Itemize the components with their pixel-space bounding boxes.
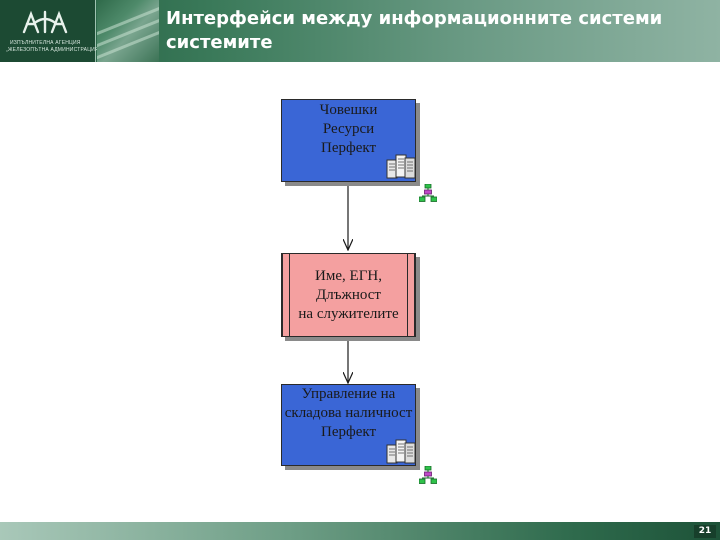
agency-logo-mark-icon bbox=[22, 10, 68, 34]
slide-title-line-1: Интерфейси между информационните системи bbox=[166, 8, 663, 29]
server-icon bbox=[386, 439, 416, 464]
server-icon bbox=[386, 154, 416, 179]
slide-footer: 21 bbox=[0, 522, 720, 540]
slide-title-line-2: системите bbox=[166, 32, 273, 53]
network-icon bbox=[419, 184, 437, 202]
agency-logo: ИЗПЪЛНИТЕЛНА АГЕНЦИЯ „ЖЕЛЕЗОПЪТНА АДМИНИ… bbox=[0, 0, 100, 62]
network-icon bbox=[419, 466, 437, 484]
node-inventory-system-line-3: Перфект bbox=[320, 424, 376, 440]
node-hr-system-label: Човешки Ресурси Перфект bbox=[320, 101, 378, 158]
node-employee-data-line-2: Длъжност bbox=[316, 286, 381, 303]
node-employee-data[interactable]: Име, ЕГН, Длъжност на служителите bbox=[281, 253, 416, 337]
node-inventory-system-line-1: Управление на bbox=[301, 386, 396, 402]
train-photo bbox=[97, 0, 159, 62]
logo-line-2: „ЖЕЛЕЗОПЪТНА АДМИНИСТРАЦИЯ" bbox=[6, 47, 101, 53]
node-hr-system[interactable]: Човешки Ресурси Перфект bbox=[281, 99, 416, 182]
node-employee-data-line-3: на служителите bbox=[298, 305, 399, 322]
page-number: 21 bbox=[694, 525, 716, 538]
logo-line-1: ИЗПЪЛНИТЕЛНА АГЕНЦИЯ bbox=[10, 40, 81, 46]
node-inventory-system-label: Управление на складова наличност Перфект bbox=[285, 385, 413, 442]
node-inventory-system[interactable]: Управление на складова наличност Перфект bbox=[281, 384, 416, 466]
node-employee-data-label: Име, ЕГН, Длъжност на служителите bbox=[298, 267, 398, 324]
slide-title: Интерфейси между информационните системи… bbox=[166, 7, 718, 55]
node-hr-system-line-2: Ресурси bbox=[322, 121, 375, 137]
node-inventory-system-line-2: складова наличност bbox=[284, 405, 413, 421]
node-hr-system-line-3: Перфект bbox=[320, 140, 376, 156]
node-hr-system-line-1: Човешки bbox=[319, 102, 378, 118]
slide-header: ИЗПЪЛНИТЕЛНА АГЕНЦИЯ „ЖЕЛЕЗОПЪТНА АДМИНИ… bbox=[0, 0, 720, 62]
node-employee-data-line-1: Име, ЕГН, bbox=[315, 267, 382, 284]
